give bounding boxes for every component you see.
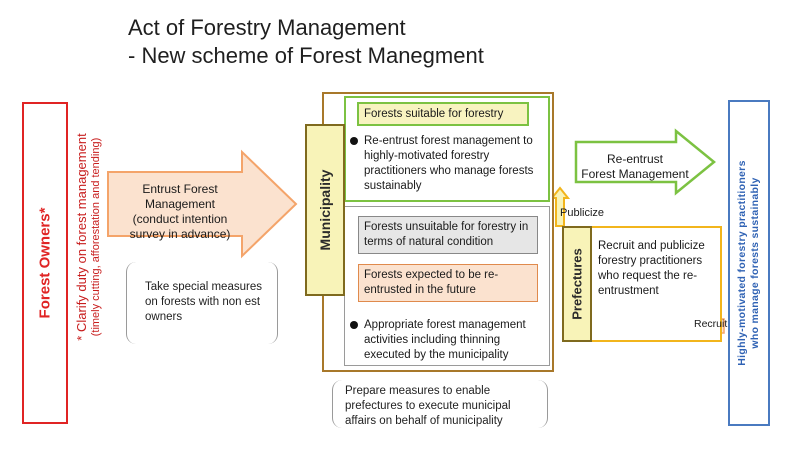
prefectures-text: Recruit and publicize forestry practitio…: [598, 240, 705, 297]
title-line-1: Act of Forestry Management: [128, 15, 406, 40]
municipality-column: Municipality: [305, 124, 345, 296]
appropriate-management-bullet: Appropriate forest management activities…: [350, 318, 546, 363]
owners-duty-note: * Clarify duty on forest management (tim…: [68, 96, 110, 378]
reentrust-bullet-text: Re-entrust forest management to highly-m…: [364, 135, 534, 192]
entrust-arrow-label: Entrust Forest Management (conduct inten…: [112, 182, 248, 242]
entrust-note: (conduct intention survey in advance): [129, 212, 231, 241]
publicize-label: Publicize: [560, 207, 605, 219]
reentrust-arrow-label: Re-entrust Forest Management: [580, 152, 690, 182]
suitable-forests-box: Forests suitable for forestry: [357, 102, 529, 126]
duty-subtext: (timely cutting, afforestation and tendi…: [90, 137, 102, 337]
special-measures-note: Take special measures on forests with no…: [126, 262, 278, 344]
bullet-dot: [350, 137, 358, 145]
entrust-arrow: [107, 149, 298, 259]
practitioners-line-1: Highly-motivated forestry practitioners: [736, 160, 748, 366]
reentrust-bullet: Re-entrust forest management to highly-m…: [350, 134, 548, 194]
municipality-label: Municipality: [317, 169, 333, 251]
title-line-2: - New scheme of Forest Manegment: [128, 43, 484, 68]
prefectures-label: Prefectures: [569, 248, 585, 320]
prepare-measures-note: Prepare measures to enable prefectures t…: [332, 380, 548, 428]
bullet-dot: [350, 321, 358, 329]
practitioners-line-2: who manage forests sustainably: [749, 177, 761, 349]
recruit-label: Recruit: [694, 318, 728, 330]
special-measures-text: Take special measures on forests with no…: [145, 281, 262, 323]
reentrust-arrow: [574, 128, 716, 196]
expected-reentrust-box: Forests expected to be re-entrusted in t…: [358, 264, 538, 302]
forest-owners-label: Forest Owners*: [36, 207, 54, 319]
diagram-title: Act of Forestry Management - New scheme …: [128, 14, 484, 70]
duty-text: * Clarify duty on forest management: [74, 133, 89, 341]
unsuitable-forests-box: Forests unsuitable for forestry in terms…: [358, 216, 538, 254]
prefectures-column: Prefectures: [562, 226, 592, 342]
entrust-title: Entrust Forest Management: [142, 182, 218, 211]
reentrust-line-2: Forest Management: [581, 167, 689, 181]
appropriate-management-text: Appropriate forest management activities…: [364, 319, 526, 361]
forest-owners-panel: Forest Owners*: [22, 102, 68, 424]
prepare-measures-text: Prepare measures to enable prefectures t…: [345, 385, 511, 427]
reentrust-line-1: Re-entrust: [606, 152, 664, 166]
practitioners-panel: Highly-motivated forestry practitioners …: [728, 100, 770, 426]
